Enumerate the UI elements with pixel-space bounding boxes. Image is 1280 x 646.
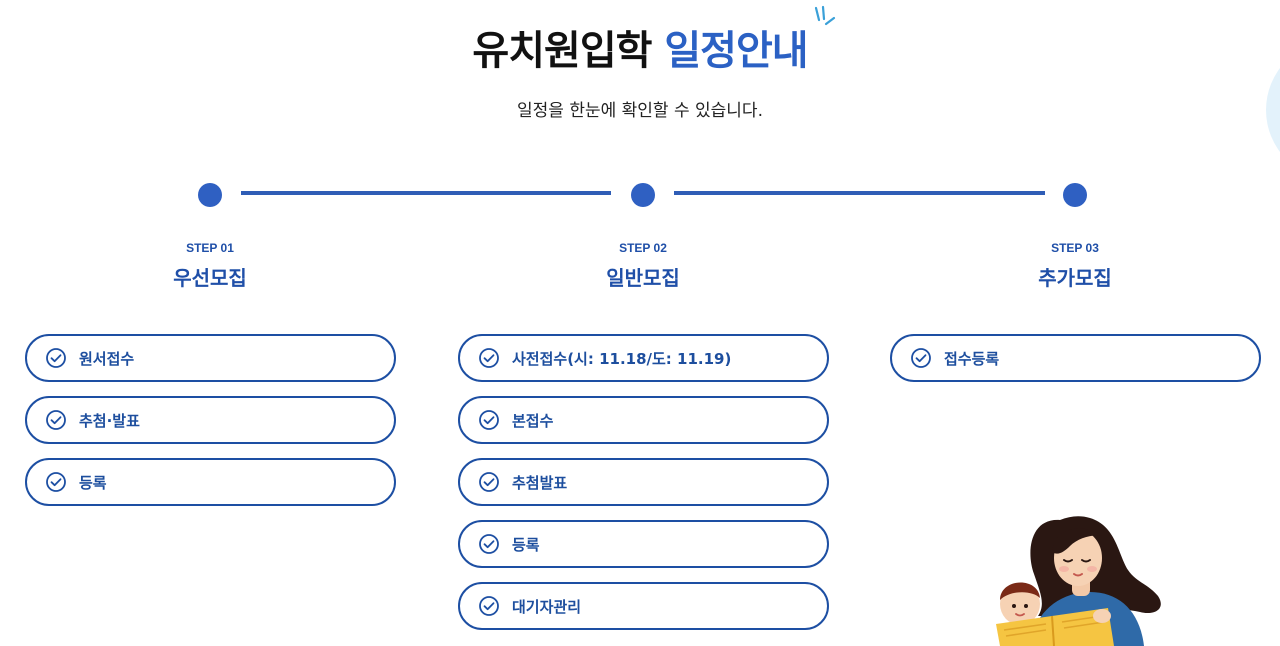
check-circle-icon bbox=[478, 595, 500, 617]
step1-item-lottery[interactable]: 추첨·발표 bbox=[25, 396, 396, 444]
item-label: 본접수 bbox=[512, 411, 554, 430]
item-label: 추첨·발표 bbox=[79, 411, 140, 430]
step1-label: STEP 01 bbox=[186, 241, 234, 255]
step2-item-pre-application[interactable]: 사전접수(시: 11.18/도: 11.19) bbox=[458, 334, 829, 382]
item-label: 사전접수(시: 11.18/도: 11.19) bbox=[512, 349, 732, 368]
step3-label: STEP 03 bbox=[1051, 241, 1099, 255]
timeline-line-1 bbox=[241, 191, 611, 195]
title-main: 유치원입학 bbox=[472, 28, 652, 74]
check-circle-icon bbox=[45, 471, 67, 493]
page-subtitle: 일정을 한눈에 확인할 수 있습니다. bbox=[517, 101, 763, 121]
item-label: 추첨발표 bbox=[512, 473, 568, 492]
step2-item-registration[interactable]: 등록 bbox=[458, 520, 829, 568]
timeline-dot-step3 bbox=[1063, 183, 1087, 207]
timeline-line-2 bbox=[674, 191, 1045, 195]
check-circle-icon bbox=[478, 347, 500, 369]
step1-title: 우선모집 bbox=[173, 266, 247, 290]
item-label: 원서접수 bbox=[79, 349, 135, 368]
sparkle-icon bbox=[814, 5, 836, 26]
step2-title: 일반모집 bbox=[606, 266, 680, 290]
item-label: 등록 bbox=[79, 473, 107, 492]
check-circle-icon bbox=[45, 347, 67, 369]
step3-title: 추가모집 bbox=[1038, 266, 1112, 290]
step1-item-application[interactable]: 원서접수 bbox=[25, 334, 396, 382]
step2-item-waitlist[interactable]: 대기자관리 bbox=[458, 582, 829, 630]
check-circle-icon bbox=[478, 409, 500, 431]
page-title: 유치원입학 일정안내 bbox=[0, 18, 1280, 76]
check-circle-icon bbox=[45, 409, 67, 431]
step2-item-main-application[interactable]: 본접수 bbox=[458, 396, 829, 444]
step2-item-lottery[interactable]: 추첨발표 bbox=[458, 458, 829, 506]
check-circle-icon bbox=[478, 471, 500, 493]
mother-child-reading-illustration bbox=[996, 516, 1161, 646]
step2-label: STEP 02 bbox=[619, 241, 667, 255]
check-circle-icon bbox=[910, 347, 932, 369]
item-label: 접수등록 bbox=[944, 349, 1000, 368]
step1-item-registration[interactable]: 등록 bbox=[25, 458, 396, 506]
item-label: 대기자관리 bbox=[512, 597, 582, 616]
step3-item-registration[interactable]: 접수등록 bbox=[890, 334, 1261, 382]
check-circle-icon bbox=[478, 533, 500, 555]
title-accent: 일정안내 bbox=[664, 28, 808, 74]
timeline-dot-step2 bbox=[631, 183, 655, 207]
timeline-dot-step1 bbox=[198, 183, 222, 207]
item-label: 등록 bbox=[512, 535, 540, 554]
